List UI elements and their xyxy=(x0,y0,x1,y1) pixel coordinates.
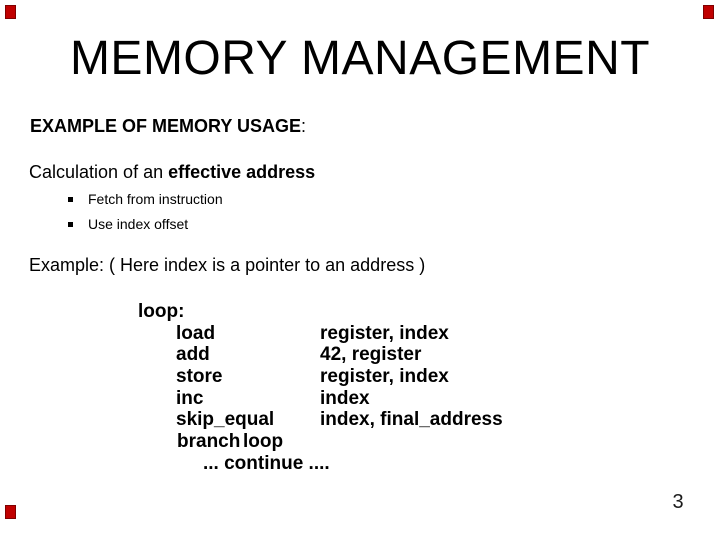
code-line: inc index xyxy=(0,388,720,410)
code-line: store register, index xyxy=(0,366,720,388)
square-bullet-icon xyxy=(68,196,73,202)
bullet-label: Use index offset xyxy=(88,216,189,232)
code-op: inc xyxy=(176,387,204,409)
corner-marker-top-left-icon xyxy=(5,5,16,19)
code-args: index xyxy=(320,387,370,409)
code-line: load register, index xyxy=(0,323,720,345)
code-line: add 42, register xyxy=(0,344,720,366)
code-args: index, final_address xyxy=(320,409,503,431)
example-line: Example: ( Here index is a pointer to an… xyxy=(29,255,426,275)
subheading-bold: effective address xyxy=(168,162,316,182)
square-bullet-icon xyxy=(68,221,73,227)
code-loop-label: loop: xyxy=(138,301,185,322)
corner-marker-bottom-left-icon xyxy=(5,505,16,519)
code-op: store xyxy=(176,366,223,388)
corner-marker-top-right-icon xyxy=(703,5,714,19)
code-op: add xyxy=(176,344,210,366)
code-args: 42, register xyxy=(320,344,422,366)
code-continue-text: ... continue .... xyxy=(203,452,330,474)
section-heading-text: EXAMPLE OF MEMORY USAGE xyxy=(30,116,302,136)
code-op: skip_equal xyxy=(176,409,275,431)
bullet-item: Fetch from instruction xyxy=(68,191,223,207)
code-line-continue: ... continue .... xyxy=(0,453,720,475)
subheading: Calculation of an effective address xyxy=(29,162,315,183)
section-heading-colon: : xyxy=(301,116,307,136)
code-branch-target: loop xyxy=(243,431,284,453)
code-block: loop: load register, index add 42, regis… xyxy=(0,301,720,475)
code-args: register, index xyxy=(320,322,449,344)
code-args: register, index xyxy=(320,366,449,388)
code-op: load xyxy=(176,322,216,344)
bullet-item: Use index offset xyxy=(68,216,189,232)
bullet-label: Fetch from instruction xyxy=(88,191,223,207)
code-branch-op: branch xyxy=(177,431,241,453)
code-line: skip_equal index, final_address xyxy=(0,409,720,431)
page-number: 3 xyxy=(672,491,684,513)
code-line-loop-label: loop: xyxy=(0,301,720,323)
subheading-regular: Calculation of an xyxy=(29,162,169,182)
code-line-branch: branch loop xyxy=(0,431,720,453)
slide-title: MEMORY MANAGEMENT xyxy=(69,32,651,85)
section-heading: EXAMPLE OF MEMORY USAGE: xyxy=(30,116,306,137)
